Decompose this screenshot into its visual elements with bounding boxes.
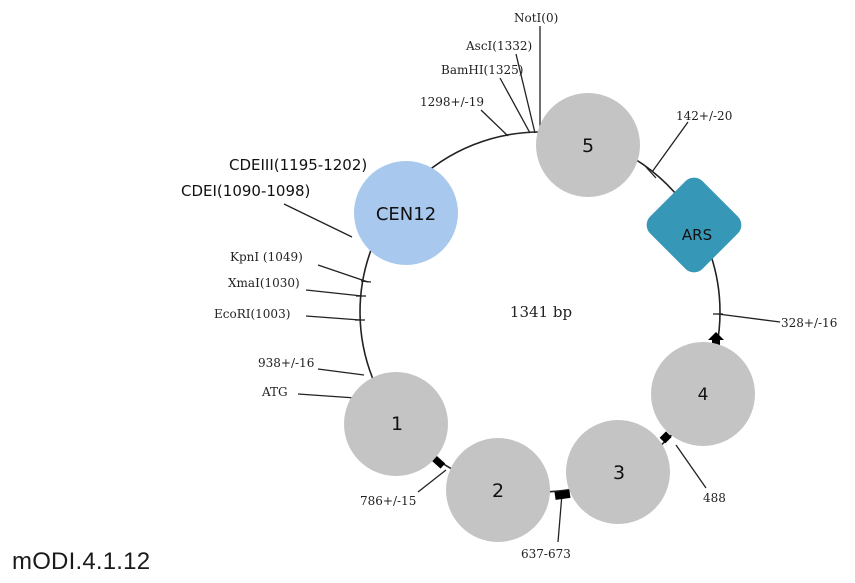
- arrow-328: [708, 332, 724, 345]
- leader-786: [417, 469, 447, 493]
- part-5: [536, 93, 640, 197]
- leader-xmai: [305, 289, 363, 297]
- part-4: [651, 342, 755, 446]
- site-cdei: CDEI(1090-1098): [181, 182, 310, 200]
- tick-142: [645, 166, 657, 179]
- junction-637: [554, 489, 571, 500]
- leader-kpni: [317, 264, 369, 283]
- site-labels: NotI(0) AscI(1332) BamHI(1325) 1298+/-19…: [214, 11, 837, 561]
- part-3-label: 3: [613, 462, 625, 484]
- part-4-label: 4: [698, 385, 709, 405]
- site-leaders: [283, 26, 781, 543]
- junction-488: [659, 431, 672, 444]
- leader-637: [557, 493, 563, 543]
- site-1298: 1298+/-19: [420, 95, 484, 109]
- leader-488: [675, 444, 707, 489]
- plasmid-size: 1341 bp: [510, 303, 572, 321]
- cde-labels: CDEIII(1195-1202) CDEI(1090-1098): [181, 156, 367, 200]
- part-2: [446, 438, 550, 542]
- part-1: [344, 372, 448, 476]
- site-atg: ATG: [261, 385, 288, 399]
- site-ecori: EcoRI(1003): [214, 307, 290, 321]
- cen-label: CEN12: [376, 204, 436, 225]
- leader-asci: [515, 53, 536, 134]
- site-xmai: XmaI(1030): [228, 276, 300, 290]
- part-3: [566, 420, 670, 524]
- leader-cdei: [283, 203, 353, 238]
- site-noti: NotI(0): [514, 11, 558, 25]
- part-1-label: 1: [391, 413, 403, 435]
- site-637: 637-673: [521, 547, 571, 561]
- cen-part: [354, 161, 458, 265]
- plasmid-name-caption: mODI.4.1.12: [12, 548, 151, 575]
- site-488: 488: [703, 491, 726, 505]
- site-kpni: KpnI (1049): [230, 250, 303, 264]
- site-938: 938+/-16: [258, 356, 314, 370]
- site-bamhi: BamHI(1325): [441, 63, 523, 77]
- ars-part: [646, 177, 742, 273]
- ars-label: ARS: [682, 226, 712, 244]
- leader-bamhi: [499, 77, 531, 134]
- leader-938: [317, 368, 365, 376]
- part-2-label: 2: [492, 480, 504, 502]
- part-labels: 5 1 2 3 4 CEN12 ARS: [376, 135, 712, 502]
- site-cdeiii: CDEIII(1195-1202): [229, 156, 367, 174]
- part-5-label: 5: [582, 135, 594, 157]
- leader-1298: [480, 109, 509, 137]
- site-142: 142+/-20: [676, 109, 732, 123]
- gray-parts: [344, 93, 755, 542]
- leader-142: [651, 121, 689, 173]
- site-asci: AscI(1332): [465, 39, 532, 53]
- leader-ecori: [305, 315, 361, 321]
- site-328: 328+/-16: [781, 316, 837, 330]
- site-786: 786+/-15: [360, 494, 416, 508]
- tick-kpni: [360, 280, 372, 283]
- leader-328: [717, 313, 781, 323]
